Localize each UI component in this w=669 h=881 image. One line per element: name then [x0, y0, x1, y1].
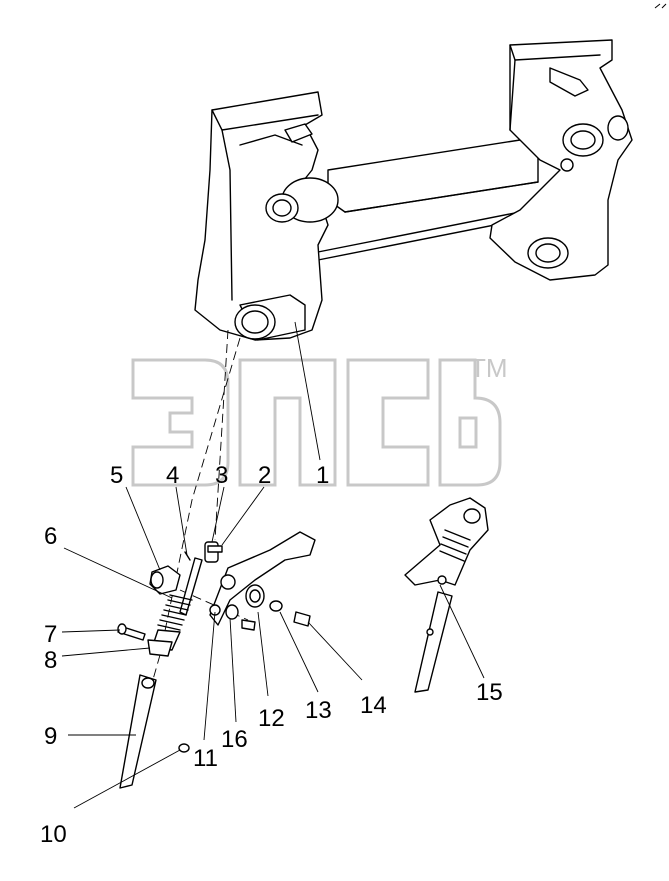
callout-15: 15	[476, 679, 503, 706]
callout-2: 2	[258, 462, 271, 489]
corner-mark	[654, 3, 667, 9]
callout-4: 4	[166, 462, 179, 489]
callout-6: 6	[44, 523, 57, 550]
callout-5: 5	[110, 462, 123, 489]
lock-assembly	[117, 531, 316, 789]
callout-labels: 1 2 3 4 5 6 7 8 9 10 11 12 13 14 15 16	[40, 462, 503, 848]
callout-10: 10	[40, 821, 67, 848]
callout-13: 13	[305, 697, 332, 724]
assembly-line-b	[159, 337, 241, 656]
watermark-logo: TM	[131, 353, 508, 487]
callout-9: 9	[44, 723, 57, 750]
assembled-lock	[404, 497, 489, 693]
callout-3: 3	[215, 462, 228, 489]
callout-11: 11	[193, 745, 218, 772]
callout-12: 12	[258, 705, 285, 732]
callout-16: 16	[221, 726, 248, 753]
assembly-line-a	[214, 329, 229, 541]
callout-1: 1	[316, 462, 329, 489]
callout-8: 8	[44, 647, 57, 674]
leader-lines	[61, 321, 485, 809]
callout-7: 7	[44, 621, 57, 648]
trademark-symbol: TM	[470, 353, 508, 383]
mounting-frame	[194, 39, 633, 341]
callout-14: 14	[360, 692, 387, 719]
